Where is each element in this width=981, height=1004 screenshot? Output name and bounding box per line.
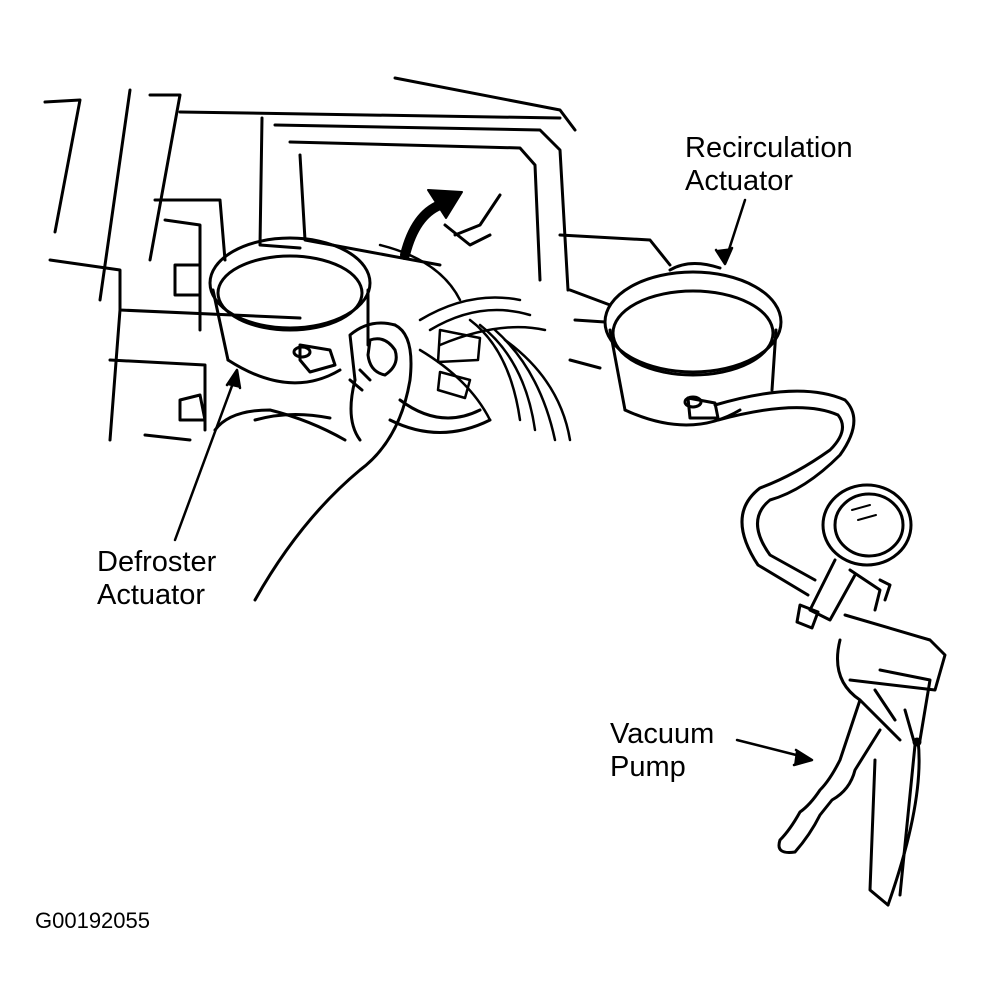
recirculation-actuator-label: Recirculation Actuator [685,132,853,198]
technician-hand [215,323,411,600]
wiring-harness [380,245,570,440]
hvac-housing [45,78,670,440]
figure-code: G00192055 [35,908,150,933]
defroster-actuator [210,238,370,383]
vacuum-pump-drawing [779,485,945,905]
blower-housing [390,400,490,433]
recirculation-label-line2: Actuator [685,165,793,197]
defroster-leader [175,375,236,540]
defroster-label-line1: Defroster [97,546,217,578]
recirculation-label-line1: Recirculation [685,132,853,164]
motion-arrow [405,190,462,255]
recirculation-actuator [605,263,781,425]
vacuum-pump-label: Vacuum Pump [610,718,714,784]
leader-lines [175,200,812,765]
defroster-actuator-label: Defroster Actuator [97,546,216,612]
vacuum-label-line2: Pump [610,751,686,783]
vacuum-hose [715,391,854,595]
defroster-label-line2: Actuator [97,579,205,611]
vacuum-label-line1: Vacuum [610,718,715,750]
